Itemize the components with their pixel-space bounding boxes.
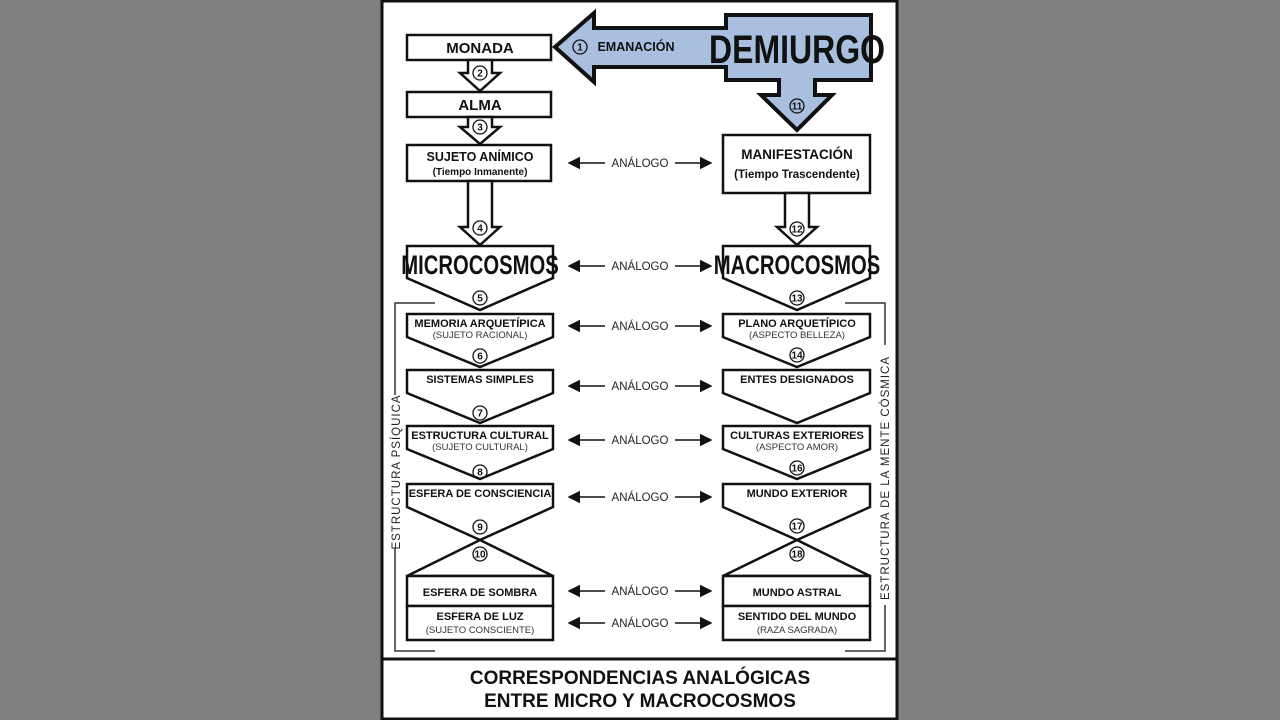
right-row-2-sub: (ASPECTO AMOR) xyxy=(756,442,838,453)
left-bracket xyxy=(394,302,435,652)
analogo-label-7: ANÁLOGO xyxy=(612,617,669,630)
step-10-circle xyxy=(472,546,488,562)
step-8-circle xyxy=(472,464,488,480)
arrow-4 xyxy=(456,179,504,247)
step-7-circle xyxy=(472,405,488,421)
step-7-number: 7 xyxy=(477,409,483,420)
step-16-circle xyxy=(789,460,805,476)
manifestacion-box xyxy=(721,133,872,195)
right-row-5-title: SENTIDO DEL MUNDO xyxy=(738,611,857,623)
analogo-label-2: ANÁLOGO xyxy=(612,320,669,333)
step-13-number: 13 xyxy=(791,294,803,305)
arrow-3 xyxy=(456,115,504,146)
step-17-circle xyxy=(789,518,805,534)
step-18-number: 18 xyxy=(791,550,803,561)
left-row-5-sub: (SUJETO CONSCIENTE) xyxy=(426,625,535,636)
right-row-4-box xyxy=(721,574,872,608)
left-row-0-title: MEMORIA ARQUETÍPICA xyxy=(414,317,545,330)
step-8-number: 8 xyxy=(477,468,483,479)
step-1-circle xyxy=(572,39,588,55)
arrow-2 xyxy=(456,58,504,93)
right-row-4-title: MUNDO ASTRAL xyxy=(753,587,842,599)
step-10-number: 10 xyxy=(474,550,486,561)
estructura-mente-cosmica-label: ESTRUCTURA DE LA MENTE CÓSMICA xyxy=(879,356,892,600)
step-4-circle xyxy=(472,220,488,236)
sujeto-animico-box xyxy=(405,143,553,183)
alma-label: ALMA xyxy=(458,97,501,114)
analogo-label-4: ANÁLOGO xyxy=(612,434,669,447)
right-row-5-box xyxy=(721,604,872,642)
step-2-number: 2 xyxy=(477,69,483,80)
left-row-3-title: ESFERA DE CONSCIENCIA xyxy=(409,488,552,500)
macrocosmos-label: MACROCOSMOS xyxy=(714,250,880,281)
step-6-number: 6 xyxy=(477,352,483,363)
left-row-1-title: SISTEMAS SIMPLES xyxy=(426,374,534,386)
step-4-number: 4 xyxy=(477,224,483,235)
step-5-circle xyxy=(472,290,488,306)
right-bracket xyxy=(845,302,886,652)
right-row-0-title: PLANO ARQUETÍPICO xyxy=(738,317,856,330)
step-3-circle xyxy=(472,119,488,135)
emanacion-label: EMANACIÓN xyxy=(597,39,674,54)
title-box xyxy=(380,657,899,720)
arrow-12 xyxy=(773,191,821,247)
right-row-3-title: MUNDO EXTERIOR xyxy=(747,488,848,500)
right-row-1-title: ENTES DESIGNADOS xyxy=(740,374,854,386)
step-12-circle xyxy=(789,221,805,237)
step-18-circle xyxy=(789,546,805,562)
step-12-number: 12 xyxy=(791,225,803,236)
left-row-2-sub: (SUJETO CULTURAL) xyxy=(432,442,528,453)
left-row-5-title: ESFERA DE LUZ xyxy=(437,611,524,623)
sujeto-animico-sub: (Tiempo Inmanente) xyxy=(433,167,528,178)
sujeto-animico-label: SUJETO ANÍMICO xyxy=(427,149,534,164)
microcosmos-box xyxy=(405,244,555,312)
monada-box xyxy=(405,33,553,62)
step-9-number: 9 xyxy=(477,523,483,534)
macrocosmos-box xyxy=(721,244,872,312)
analogo-label-0: ANÁLOGO xyxy=(612,157,669,170)
step-11-circle xyxy=(789,98,805,114)
right-row-2-box xyxy=(721,424,872,481)
title-line-1: CORRESPONDENCIAS ANALÓGICAS xyxy=(470,667,810,689)
step-2-circle xyxy=(472,65,488,81)
right-row-0-sub: (ASPECTO BELLEZA) xyxy=(749,330,845,341)
right-row-0-box xyxy=(721,312,872,369)
step-5-number: 5 xyxy=(477,294,483,305)
title-line-2: ENTRE MICRO Y MACROCOSMOS xyxy=(484,691,796,712)
step-3-number: 3 xyxy=(477,123,483,134)
manifestacion-label: MANIFESTACIÓN xyxy=(741,147,853,162)
left-row-0-box xyxy=(405,312,555,369)
left-row-5-box xyxy=(405,604,555,642)
left-row-2-title: ESTRUCTURA CULTURAL xyxy=(411,430,549,442)
step-6-circle xyxy=(472,348,488,364)
left-row-1-box xyxy=(405,368,555,425)
step-17-number: 17 xyxy=(791,522,803,533)
step-9-circle xyxy=(472,519,488,535)
analogo-label-1: ANÁLOGO xyxy=(612,260,669,273)
step-13-circle xyxy=(789,290,805,306)
left-row-3-box xyxy=(405,482,555,542)
microcosmos-label: MICROCOSMOS xyxy=(401,250,558,281)
right-row-5-sub: (RAZA SAGRADA) xyxy=(757,625,837,636)
demiurgo-label: DEMIURGO xyxy=(709,27,885,72)
left-row-2-box xyxy=(405,424,555,481)
step-16-number: 16 xyxy=(791,464,803,475)
right-row-2-title: CULTURAS EXTERIORES xyxy=(730,430,864,442)
estructura-psiquica-label: ESTRUCTURA PSÍQUICA xyxy=(390,394,403,549)
analogo-label-6: ANÁLOGO xyxy=(612,585,669,598)
right-row-1-box xyxy=(721,368,872,425)
left-row-4-title: ESFERA DE SOMBRA xyxy=(423,587,538,599)
analogo-label-3: ANÁLOGO xyxy=(612,380,669,393)
right-row-3-box xyxy=(721,482,872,542)
step-14-circle xyxy=(789,347,805,363)
step-14-number: 14 xyxy=(791,351,803,362)
left-row-0-sub: (SUJETO RACIONAL) xyxy=(433,330,528,341)
manifestacion-sub: (Tiempo Trascendente) xyxy=(734,169,860,181)
monada-label: MONADA xyxy=(446,40,514,57)
step-11-number: 11 xyxy=(792,102,803,113)
analogo-label-5: ANÁLOGO xyxy=(612,491,669,504)
step-1-number: 1 xyxy=(577,43,583,54)
